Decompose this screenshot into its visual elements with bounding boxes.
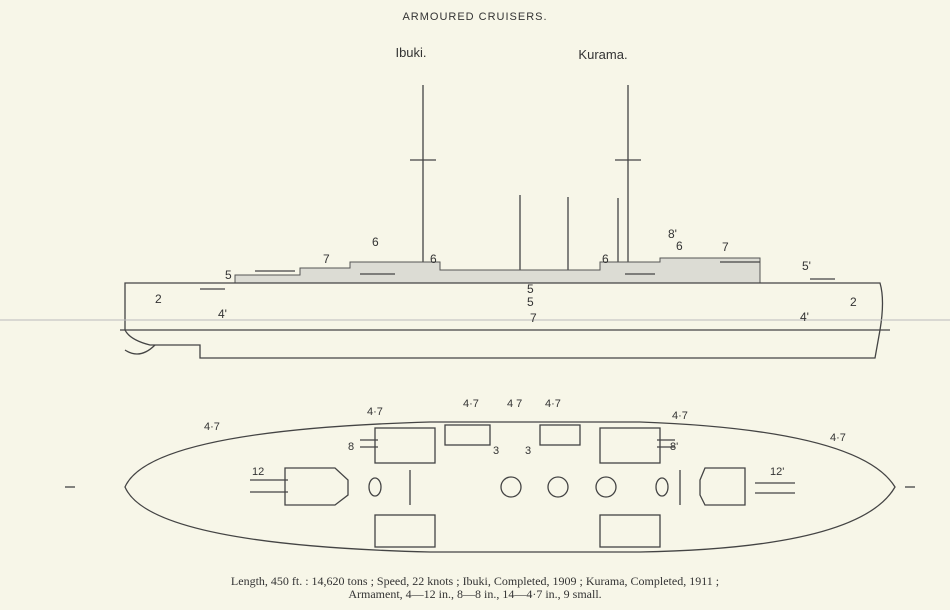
side-label: 5	[225, 268, 232, 282]
side-label: 4'	[800, 310, 809, 324]
side-label: 6	[372, 235, 379, 249]
caption-line-2: Armament, 4—12 in., 8—8 in., 14—4·7 in.,…	[348, 587, 602, 601]
side-label: 4'	[218, 307, 227, 321]
plan-label: 4·7	[672, 410, 688, 422]
plan-label: 4·7	[367, 406, 383, 418]
side-label: 8'	[668, 227, 677, 241]
plan-label: 3	[525, 445, 531, 457]
side-view-labels: 5 7 6 6 6 6 8' 7 5' 2 4' 5 7 4' 2 5	[155, 227, 857, 325]
side-label: 2	[155, 292, 162, 306]
plan-label: 12	[252, 466, 264, 478]
plan-label: 3	[493, 445, 499, 457]
side-label: 5	[527, 282, 534, 296]
plan-label: 4 7	[507, 398, 522, 410]
plan-label: 12'	[770, 466, 784, 478]
side-elevation	[0, 85, 950, 359]
plan-view	[65, 421, 915, 553]
ship-name-ibuki: Ibuki.	[395, 45, 426, 60]
ship-name-kurama: Kurama.	[578, 47, 627, 62]
plan-label: 4·7	[463, 398, 479, 410]
side-label: 7	[323, 252, 330, 266]
side-label: 6	[602, 252, 609, 266]
side-label: 7	[530, 311, 537, 325]
side-label: 7	[722, 240, 729, 254]
side-label: 6	[430, 252, 437, 266]
side-label: 5'	[802, 259, 811, 273]
caption-line-1: Length, 450 ft. : 14,620 tons ; Speed, 2…	[230, 574, 720, 588]
side-label: 5	[527, 295, 534, 309]
plan-view-labels: 4·7 4·7 4·7 4 7 4·7 4·7 4·7 8 3 3 8' 12 …	[204, 398, 846, 478]
diagram-title: ARMOURED CRUISERS.	[402, 11, 547, 23]
plan-label: 4·7	[545, 398, 561, 410]
plan-label: 8	[348, 441, 354, 453]
plan-label: 4·7	[204, 421, 220, 433]
plan-label: 8'	[670, 441, 678, 453]
side-label: 2	[850, 295, 857, 309]
side-label: 6	[676, 239, 683, 253]
plan-label: 4·7	[830, 432, 846, 444]
